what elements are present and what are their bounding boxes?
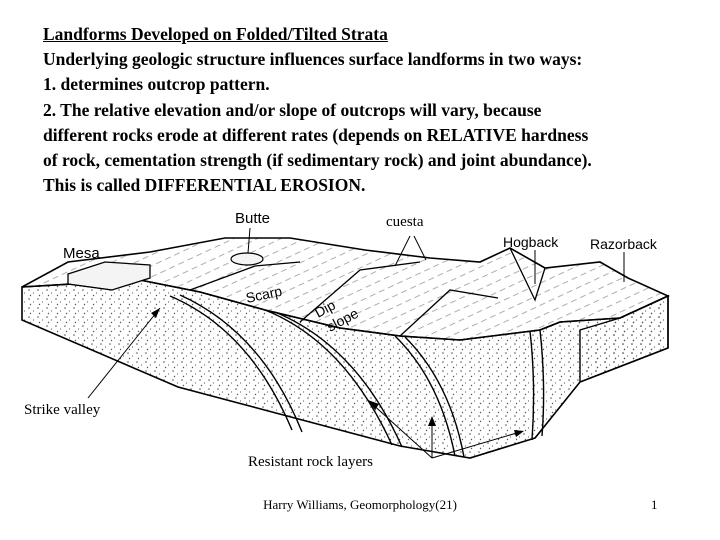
stratum-8	[539, 329, 545, 437]
label-cuesta: cuesta	[386, 214, 424, 230]
label-resistant-rock-layers: Resistant rock layers	[248, 454, 373, 470]
stratum-7	[529, 330, 535, 441]
resistant-pointer-3	[431, 431, 521, 459]
strike-valley-arrowhead	[151, 308, 160, 318]
stratum-3	[264, 309, 393, 446]
resistant-arrowhead-2	[428, 416, 436, 426]
cuesta-ridge	[399, 289, 499, 337]
slide-title: Landforms Developed on Folded/Tilted Str…	[43, 24, 388, 44]
body-line-3: 2. The relative elevation and/or slope o…	[43, 99, 542, 120]
page-number: 1	[651, 497, 658, 512]
butte-landform	[230, 252, 264, 266]
top-surface	[21, 237, 670, 341]
dip-slope-ridge	[299, 261, 421, 323]
resistant-arrowhead-3	[514, 430, 524, 437]
label-scarp: Scarp	[244, 283, 283, 306]
resistant-arrowhead-1	[368, 400, 379, 410]
body-line-6: This is called DIFFERENTIAL EROSION.	[43, 175, 366, 196]
resistant-pointer-1	[369, 401, 433, 459]
slide-text: Landforms Developed on Folded/Tilted Str…	[43, 22, 703, 198]
stratum-5	[394, 335, 456, 457]
strike-valley-pointer	[87, 307, 161, 399]
stratum-6	[404, 336, 465, 458]
stratum-1	[169, 295, 293, 431]
stratum-2	[179, 294, 303, 433]
label-razorback: Razorback	[590, 236, 658, 252]
label-mesa: Mesa	[63, 245, 100, 262]
label-butte: Butte	[235, 210, 270, 227]
hogback-ridge	[509, 247, 546, 302]
label-hogback: Hogback	[503, 234, 559, 250]
cuesta-pointer-left	[394, 235, 411, 267]
body-line-1: Underlying geologic structure influences…	[43, 49, 583, 70]
body-line-4: different rocks erode at different rates…	[43, 124, 589, 145]
label-strike-valley: Strike valley	[24, 402, 101, 418]
body-line-5: of rock, cementation strength (if sedime…	[43, 150, 592, 171]
scarp-ridge	[189, 261, 301, 291]
cuesta-pointer-right	[413, 235, 427, 261]
body-line-2: 1. determines outcrop pattern.	[43, 74, 270, 95]
stratum-4	[274, 311, 403, 448]
footer-credit: Harry Williams, Geomorphology(21)	[263, 497, 457, 512]
